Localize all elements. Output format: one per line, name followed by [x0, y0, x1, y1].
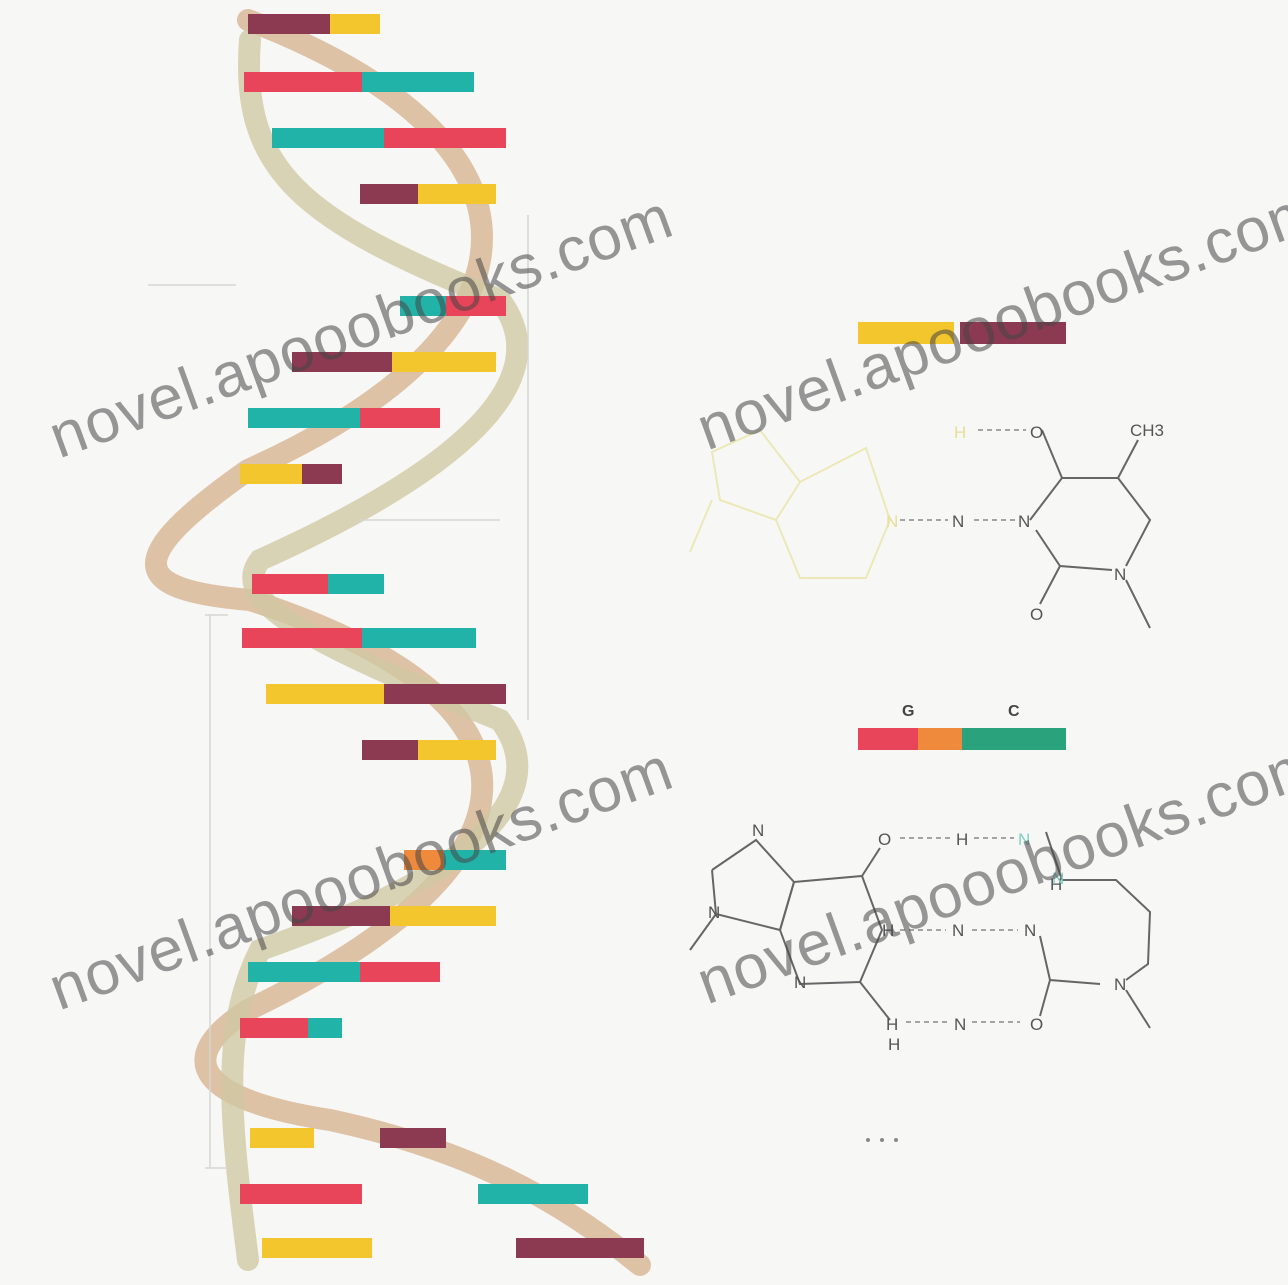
label-c: C	[1008, 703, 1020, 720]
rung	[292, 352, 496, 372]
rung	[248, 408, 440, 428]
atom-n-c3: N	[1114, 975, 1126, 994]
molecule-adenine-thymine: CH3 O N N N O H N	[689, 421, 1164, 629]
rung	[404, 850, 506, 870]
atom-o-c: O	[1030, 1015, 1043, 1034]
rung	[240, 1018, 342, 1038]
atom-o-top: O	[1030, 423, 1043, 442]
atom-n-mid: N	[1018, 512, 1030, 531]
base-pair-rungs	[240, 14, 644, 1258]
rung	[272, 128, 506, 148]
atom-h-2: H	[882, 921, 894, 940]
rung	[252, 574, 384, 594]
atom-h-3: H	[886, 1015, 898, 1034]
atom-o-g: O	[878, 830, 891, 849]
atom-h-faint: H	[954, 423, 966, 442]
atom-n-g2: N	[708, 903, 720, 922]
backbone-strand-olive	[221, 29, 529, 1271]
atom-n-faint: N	[886, 512, 898, 531]
atom-h-4: H	[888, 1035, 900, 1054]
rung	[240, 1184, 588, 1204]
rung	[250, 1128, 446, 1148]
atom-n-bond: N	[952, 512, 964, 531]
cytosine-ring	[1039, 831, 1152, 1029]
molecule-guanine-cytosine: O H N N H N N N H N N H H O N N	[689, 821, 1152, 1054]
rung	[242, 628, 476, 648]
pair-at-bar	[858, 322, 1066, 344]
adenine-ring-faint	[689, 428, 892, 579]
atom-n-g3: N	[794, 973, 806, 992]
guanine-segment-accent	[918, 728, 962, 750]
atom-n-g1: N	[752, 821, 764, 840]
thymine-ring	[1029, 429, 1152, 629]
pair-gc-bar: G C	[858, 703, 1066, 750]
atom-n-2: N	[952, 921, 964, 940]
rung	[262, 1238, 644, 1258]
thymine-segment	[960, 322, 1066, 344]
rung	[266, 684, 506, 704]
atom-h-1: H	[956, 830, 968, 849]
label-g: G	[902, 703, 914, 720]
cytosine-segment	[962, 728, 1066, 750]
rung	[362, 740, 496, 760]
atom-ch3: CH3	[1130, 421, 1164, 440]
rung	[292, 906, 496, 926]
rung	[360, 184, 496, 204]
atom-o-bottom: O	[1030, 605, 1043, 624]
atom-n-c2: N	[1024, 921, 1036, 940]
legend-dots	[866, 1138, 898, 1142]
atom-n-c4: N	[1052, 869, 1064, 888]
hydrogen-bonds-gc	[900, 837, 1020, 1023]
atom-n-3: N	[954, 1015, 966, 1034]
guanine-ring	[689, 838, 891, 1021]
rung	[400, 296, 506, 316]
rung	[248, 962, 440, 982]
rung	[248, 14, 380, 34]
rung	[240, 464, 342, 484]
atom-h-5: H	[1050, 875, 1062, 894]
atom-n-bottom: N	[1114, 565, 1126, 584]
rung	[244, 72, 474, 92]
atom-n-c1: N	[1018, 830, 1030, 849]
hydrogen-bonds-at	[900, 429, 1026, 521]
adenine-segment	[858, 322, 954, 344]
dimension-guides	[148, 215, 529, 1169]
